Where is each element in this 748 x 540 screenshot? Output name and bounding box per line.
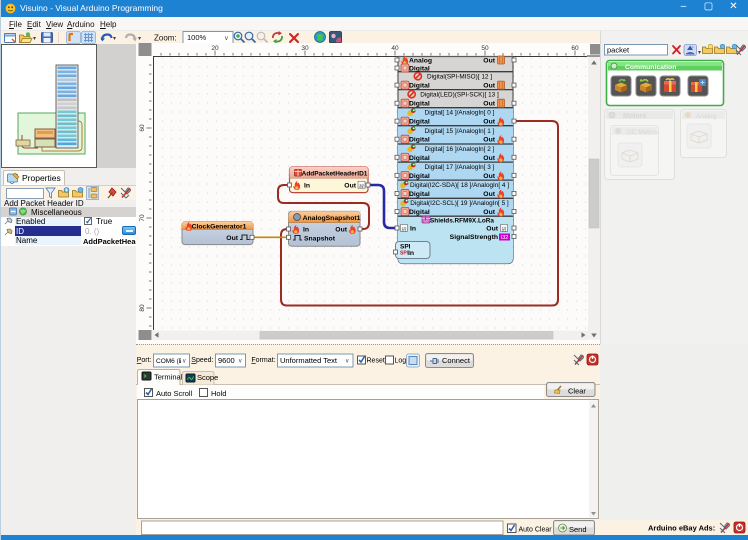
svg-text:Speed:: Speed: [191,357,213,364]
svg-text:Analog: Analog [696,113,717,120]
svg-text:Terminal: Terminal [154,373,183,382]
svg-text:∨: ∨ [345,359,349,365]
svg-text:Digital: Digital [409,173,430,180]
svg-text:▾: ▾ [138,36,141,42]
svg-text:Out: Out [483,137,495,144]
svg-text:Shields.RFM9X.LoRa: Shields.RFM9X.LoRa [430,218,494,225]
svg-text:Out: Out [486,226,498,233]
svg-text:Analog: Analog [409,58,432,65]
svg-text:Digital: Digital [409,101,430,108]
svg-text:Auto Clear: Auto Clear [519,527,553,534]
svg-text:Out: Out [483,119,495,126]
svg-text:Digital: Digital [409,137,430,144]
svg-text:Zoom:: Zoom: [154,34,177,43]
svg-text:In: In [304,183,310,190]
svg-text:SPI: SPI [400,251,409,257]
svg-text:Arduino eBay Ads:: Arduino eBay Ads: [648,524,715,533]
svg-text:Reset: Reset [367,358,385,365]
svg-text:▾: ▾ [33,36,36,42]
svg-text:Digital(SPI-MISO)[ 12 ]: Digital(SPI-MISO)[ 12 ] [427,74,492,81]
svg-text:∨: ∨ [238,359,242,365]
svg-text:Out: Out [483,58,495,65]
svg-text:∨: ∨ [182,359,186,365]
svg-text:∨: ∨ [224,35,229,42]
svg-text:packet: packet [607,46,630,55]
svg-text:Auto Scroll: Auto Scroll [156,389,193,398]
svg-text:DC Motors: DC Motors [627,129,659,136]
svg-text:Communication: Communication [625,64,676,71]
svg-text:Digital: Digital [409,66,430,73]
svg-text:Digital(I2C-SCL)[ 19 ]/AnalogI: Digital(I2C-SCL)[ 19 ]/AnalogIn[ 5 ] [410,200,509,207]
svg-text:50: 50 [481,45,489,52]
svg-text:In: In [408,250,414,257]
svg-text:Digital: Digital [409,83,430,90]
svg-text:AddPacketHeaderID1: AddPacketHeaderID1 [302,171,368,178]
svg-text:70: 70 [139,214,146,222]
svg-text:In: In [303,227,309,234]
svg-text:Out: Out [483,209,495,216]
svg-text:ClockGenerator1: ClockGenerator1 [192,223,247,230]
svg-text:SignalStrength: SignalStrength [450,234,498,241]
svg-text:Digital[ 16 ]/AnalogIn[ 2 ]: Digital[ 16 ]/AnalogIn[ 2 ] [425,146,495,153]
svg-text:Out: Out [226,235,238,242]
svg-text:AnalogSnapshot1: AnalogSnapshot1 [303,215,361,222]
svg-text:Clear: Clear [568,387,586,396]
svg-text:Digital: Digital [409,209,430,216]
svg-text:9600: 9600 [218,356,235,365]
svg-text:Out: Out [483,155,495,162]
svg-text:COM6 (ℹ: COM6 (ℹ [156,357,182,365]
svg-text:Log: Log [395,358,407,365]
svg-text:Format:: Format: [251,357,275,364]
svg-text:20: 20 [211,45,219,52]
svg-text:Connect: Connect [442,356,471,365]
svg-text:SPI: SPI [400,244,411,251]
svg-text:In: In [410,226,416,233]
svg-text:Out: Out [483,173,495,180]
svg-text:Out: Out [483,101,495,108]
svg-text:Snapshot: Snapshot [304,235,336,242]
svg-text:Port:: Port: [137,357,152,364]
svg-text:Scope: Scope [197,373,218,382]
svg-text:Unformatted Text: Unformatted Text [280,356,338,365]
svg-text:92: 92 [424,219,428,223]
svg-text:Out: Out [483,191,495,198]
svg-text:Hold: Hold [211,389,226,398]
svg-text:100%: 100% [187,33,207,42]
svg-text:I32: I32 [501,235,509,241]
svg-text:80: 80 [139,304,146,312]
svg-text:Digital: Digital [409,155,430,162]
svg-text:Digital[ 15 ]/AnalogIn[ 1 ]: Digital[ 15 ]/AnalogIn[ 1 ] [425,128,495,135]
svg-text:Out: Out [344,183,356,190]
svg-text:Out: Out [483,83,495,90]
svg-text:▾: ▾ [698,50,701,56]
svg-text:Digital: Digital [409,119,430,126]
svg-text:Digital: Digital [409,191,430,198]
svg-text:▾: ▾ [113,36,116,42]
svg-text:Digital(LED)(SPI-SCK)[ 13 ]: Digital(LED)(SPI-SCK)[ 13 ] [420,92,499,99]
svg-text:Digital[ 14 ]/AnalogIn[ 0 ]: Digital[ 14 ]/AnalogIn[ 0 ] [425,110,495,117]
svg-text:Motors: Motors [623,113,646,120]
svg-text:60: 60 [139,124,146,132]
svg-text:40: 40 [391,45,399,52]
svg-text:Digital[ 17 ]/AnalogIn[ 3 ]: Digital[ 17 ]/AnalogIn[ 3 ] [425,164,495,171]
svg-text:30: 30 [301,45,309,52]
svg-text:60: 60 [571,45,579,52]
svg-text:Send: Send [569,525,587,534]
svg-text:Digital(I2C-SDA)[ 18 ]/AnalogI: Digital(I2C-SDA)[ 18 ]/AnalogIn[ 4 ] [410,182,509,189]
svg-text:Out: Out [335,227,347,234]
